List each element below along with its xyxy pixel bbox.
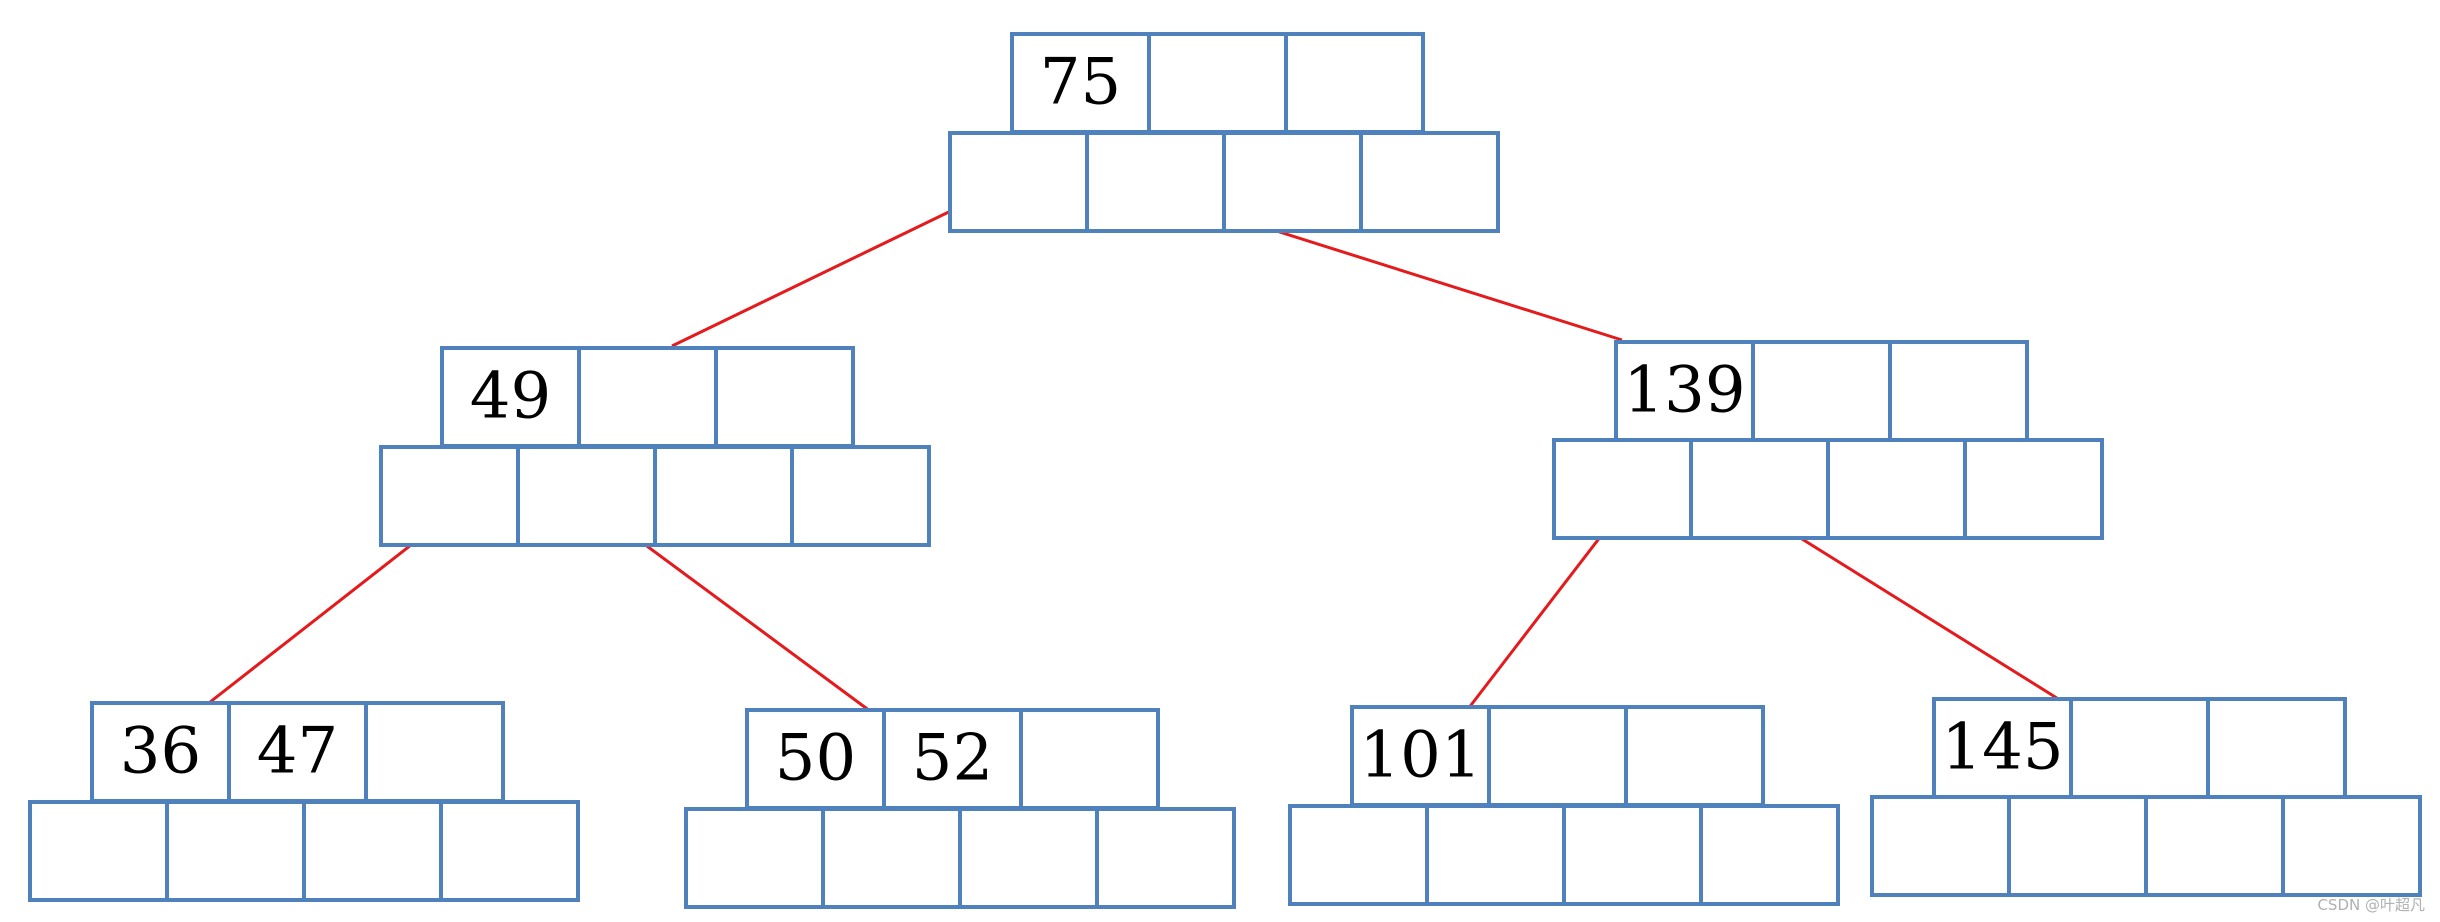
key-cell — [1147, 32, 1288, 134]
key-value: 36 — [120, 715, 201, 789]
node-leaf-2: 50 52 — [684, 708, 1236, 909]
node-left: 49 — [379, 346, 931, 547]
key-cell — [577, 346, 718, 448]
node-root: 75 — [948, 32, 1500, 233]
pointer-slot — [958, 807, 1099, 909]
key-cell — [1888, 340, 2029, 442]
pointer-slot — [379, 445, 520, 547]
key-value: 139 — [1623, 354, 1745, 428]
pointer-slot — [1222, 131, 1363, 233]
key-cell — [714, 346, 855, 448]
pointer-slot — [1288, 804, 1429, 906]
edge-root-to-left — [671, 190, 991, 348]
key-cell — [2206, 697, 2347, 799]
pointer-slot — [684, 807, 825, 909]
key-value: 49 — [470, 360, 551, 434]
key-cell — [1019, 708, 1160, 810]
key-value: 145 — [1941, 711, 2063, 785]
pointer-slot — [1689, 438, 1830, 540]
pointer-slot — [1562, 804, 1703, 906]
pointer-slot — [28, 800, 169, 902]
pointer-slot — [439, 800, 580, 902]
nodes-layer: 75 49 139 36 47 50 52 101 145 — [28, 32, 2422, 909]
pointer-slot — [2007, 795, 2148, 897]
key-cell — [1624, 705, 1765, 807]
node-leaf-4: 145 — [1870, 697, 2422, 897]
key-value: 50 — [775, 722, 856, 796]
node-right: 139 — [1552, 340, 2104, 540]
key-cell — [1487, 705, 1628, 807]
pointer-slot — [1963, 438, 2104, 540]
key-cell — [364, 701, 505, 803]
pointer-slot — [1552, 438, 1693, 540]
key-value: 101 — [1359, 719, 1481, 793]
pointer-slot — [2144, 795, 2285, 897]
pointer-slot — [302, 800, 443, 902]
pointer-slot — [1425, 804, 1566, 906]
key-cell — [1932, 697, 2073, 799]
key-value: 47 — [257, 715, 338, 789]
pointer-slot — [1699, 804, 1840, 906]
key-cell — [1350, 705, 1491, 807]
pointer-slot — [1359, 131, 1500, 233]
pointer-slot — [1826, 438, 1967, 540]
key-cell — [2069, 697, 2210, 799]
pointer-slot — [1870, 795, 2011, 897]
key-cell — [882, 708, 1023, 810]
pointer-slot — [790, 445, 931, 547]
key-cell — [1751, 340, 1892, 442]
pointer-slot — [948, 131, 1089, 233]
key-cell — [745, 708, 886, 810]
key-cell — [1284, 32, 1425, 134]
key-value: 75 — [1040, 46, 1121, 120]
key-value: 52 — [912, 722, 993, 796]
pointer-slot — [2281, 795, 2422, 897]
node-leaf-1: 36 47 — [28, 701, 580, 902]
edge-left-to-leaf-1 — [204, 518, 444, 708]
node-leaf-3: 101 — [1288, 705, 1840, 906]
key-cell — [90, 701, 231, 803]
pointer-slot — [821, 807, 962, 909]
pointer-slot — [653, 445, 794, 547]
key-cell — [227, 701, 368, 803]
pointer-slot — [165, 800, 306, 902]
pointer-slot — [1095, 807, 1236, 909]
pointer-slot — [1085, 131, 1226, 233]
watermark-text: CSDN @叶超凡 — [2317, 896, 2425, 914]
key-cell — [1010, 32, 1151, 134]
pointer-slot — [516, 445, 657, 547]
